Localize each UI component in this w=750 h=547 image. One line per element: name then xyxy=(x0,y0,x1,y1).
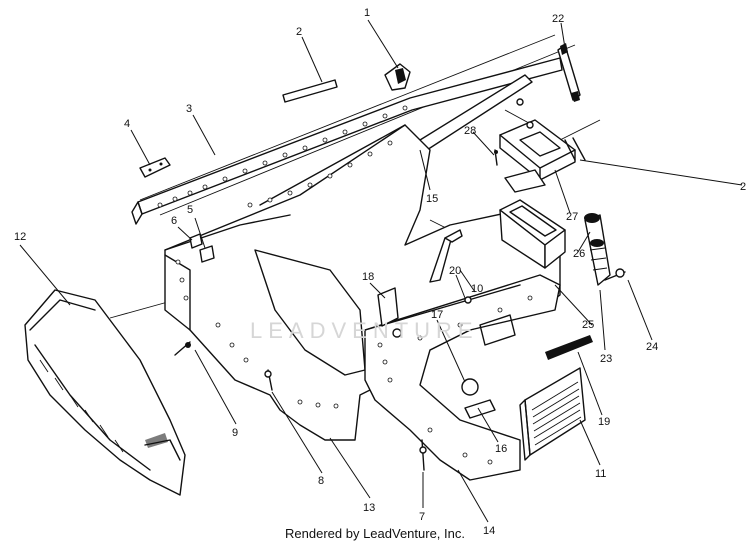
callout-18: 18 xyxy=(362,271,374,283)
callout-9: 9 xyxy=(232,427,238,439)
front-holes xyxy=(377,295,533,465)
front-panel-part-14 xyxy=(364,274,561,481)
callout-28: 28 xyxy=(464,125,476,137)
callout-26: 26 xyxy=(573,248,585,260)
hinge-part-1 xyxy=(384,63,411,91)
callout-10: 10 xyxy=(471,283,483,295)
grille-panel-part-11 xyxy=(519,367,586,461)
callout-27: 27 xyxy=(566,211,578,223)
clip-part-9 xyxy=(185,342,191,348)
callout-11: 11 xyxy=(595,468,606,480)
callout-labels: 1 2 3 4 5 6 7 8 9 10 11 12 13 14 15 16 1… xyxy=(14,7,746,537)
callout-19: 19 xyxy=(598,416,610,428)
callout-14: 14 xyxy=(483,525,495,537)
callout-16: 16 xyxy=(495,443,507,455)
decal-part-19 xyxy=(545,335,593,360)
callout-7: 7 xyxy=(419,511,425,523)
bracket-part-18 xyxy=(377,287,402,338)
bolt-part-5 xyxy=(199,245,215,263)
callout-2: 2 xyxy=(296,26,302,38)
bumper-slots xyxy=(39,359,124,453)
screw-part-7 xyxy=(419,446,427,454)
grille-slats xyxy=(531,381,582,446)
screw-part-28 xyxy=(494,150,498,154)
strut-part-22 xyxy=(557,43,581,102)
fasteners xyxy=(174,98,626,471)
handle-part-26 xyxy=(584,213,611,286)
callout-15: 15 xyxy=(426,193,438,205)
callout-17: 17 xyxy=(431,309,443,321)
tub-holes xyxy=(175,140,393,409)
nut-part-6 xyxy=(189,233,203,249)
clip-part-16 xyxy=(464,399,496,419)
callout-1: 1 xyxy=(364,7,370,19)
callout-12: 12 xyxy=(14,231,26,243)
callout-20: 20 xyxy=(449,265,461,277)
watermark-text: LEADVENTURE xyxy=(250,318,479,343)
callout-5: 5 xyxy=(187,204,193,216)
footer-credit: Rendered by LeadVenture, Inc. xyxy=(285,526,465,541)
callout-22: 22 xyxy=(552,13,564,25)
console-box-part-25 xyxy=(499,199,566,269)
callout-13: 13 xyxy=(363,502,375,514)
callout-6: 6 xyxy=(171,215,177,227)
callout-4: 4 xyxy=(124,118,130,130)
grommet-part-17 xyxy=(461,378,479,396)
rail-holes xyxy=(157,105,408,208)
top-rail-part-3 xyxy=(131,57,563,225)
bracket-part-4 xyxy=(139,157,171,178)
bracket-part-10 xyxy=(429,229,472,304)
console-lid-part-27 xyxy=(499,119,576,193)
callout-25: 25 xyxy=(582,319,594,331)
clip-part-8 xyxy=(264,370,272,378)
callout-24: 24 xyxy=(646,341,658,353)
bolt-part-24 xyxy=(615,268,625,278)
callout-23: 23 xyxy=(600,353,612,365)
leader-lines xyxy=(19,19,743,523)
callout-2-right: 2 xyxy=(740,181,746,193)
front-bumper-part-12 xyxy=(24,289,186,496)
callout-3: 3 xyxy=(186,103,192,115)
callout-8: 8 xyxy=(318,475,324,487)
trim-strip-part-2 xyxy=(282,79,338,103)
